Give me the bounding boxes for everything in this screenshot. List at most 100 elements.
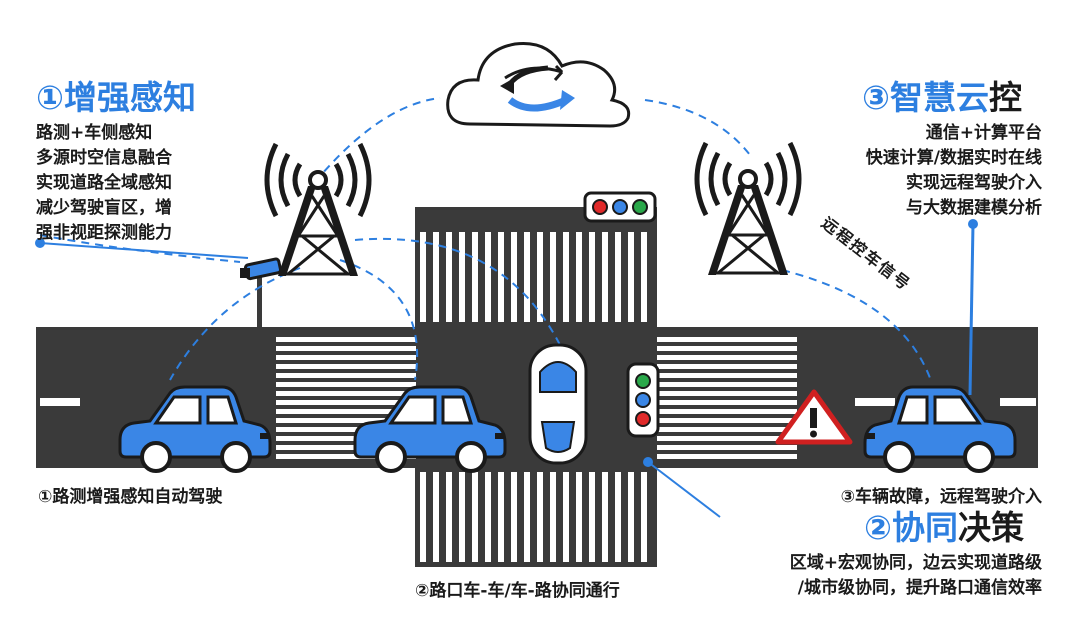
crosswalk-right [657, 337, 797, 459]
crosswalk-stripe [276, 427, 416, 432]
crosswalk-stripe [563, 472, 569, 562]
text-line: 实现道路全域感知 [36, 173, 172, 193]
enhanced-perception-lines: 路测+车侧感知 多源时空信息融合 实现道路全域感知 减少驾驶盲区，增 强非视距探… [36, 121, 172, 246]
smart-cloud-control-title: ③智慧云控 [862, 78, 1022, 118]
enhanced-perception-title: ①增强感知 [36, 78, 196, 118]
crosswalk-stripe [276, 409, 416, 414]
crosswalk-bottom [420, 472, 647, 562]
crosswalk-stripe [641, 232, 647, 322]
crosswalk-stripe [641, 472, 647, 562]
text-line: 通信+计算平台 [925, 123, 1042, 143]
crosswalk-stripe [550, 232, 556, 322]
connector-left [39, 242, 249, 259]
text-line: 实现远程驾驶介入 [906, 173, 1042, 193]
crosswalk-stripe [498, 232, 504, 322]
text-line: 区域+宏观协同，边云实现道路级 [789, 553, 1042, 573]
crosswalk-stripe [498, 472, 504, 562]
title-number: ③ [862, 78, 890, 117]
text-line: 快速计算/数据实时在线 [865, 148, 1042, 168]
connector-dot [35, 238, 45, 248]
crosswalk-stripe [576, 232, 582, 322]
crosswalk-top [420, 232, 647, 322]
crosswalk-stripe [657, 427, 797, 432]
cell-tower-right-icon [697, 143, 799, 275]
crosswalk-stripe [276, 373, 416, 378]
title-number: ① [36, 78, 64, 117]
crosswalk-stripe [276, 445, 416, 450]
crosswalk-stripe [472, 232, 478, 322]
crosswalk-stripe [657, 346, 797, 351]
crosswalk-stripe [511, 472, 517, 562]
signal-curve-right [781, 269, 931, 379]
crosswalk-stripe [537, 472, 543, 562]
text-line: 强非视距探测能力 [36, 223, 172, 243]
collaborative-decision-lines: 区域+宏观协同，边云实现道路级 /城市级协同，提升路口通信效率 [790, 551, 1042, 601]
text-line: 减少驾驶盲区，增 [36, 198, 172, 218]
text-line: /城市级协同，提升路口通信效率 [797, 578, 1042, 598]
crosswalk-stripe [628, 472, 634, 562]
cell-tower-left-icon [267, 144, 369, 276]
connector-center [647, 461, 721, 518]
crosswalk-stripe [459, 232, 465, 322]
crosswalk-left [276, 337, 416, 459]
crosswalk-stripe [576, 472, 582, 562]
title-tail: 控 [988, 78, 1022, 117]
crosswalk-stripe [276, 355, 416, 360]
lane-dash [1000, 398, 1036, 406]
crosswalk-stripe [511, 232, 517, 322]
crosswalk-stripe [276, 382, 416, 387]
crosswalk-stripe [615, 472, 621, 562]
crosswalk-stripe [628, 232, 634, 322]
text-line: 路测+车侧感知 [36, 123, 153, 143]
crosswalk-stripe [657, 400, 797, 405]
connector-dot [968, 219, 978, 229]
crosswalk-stripe [472, 472, 478, 562]
crosswalk-stripe [657, 418, 797, 423]
roadside-camera-icon [240, 257, 283, 328]
crosswalk-stripe [524, 232, 530, 322]
crosswalk-stripe [657, 454, 797, 459]
crosswalk-stripe [602, 232, 608, 322]
signal-curve-tower-left-car [169, 267, 301, 381]
crosswalk-stripe [276, 364, 416, 369]
crosswalk-stripe [657, 373, 797, 378]
signal-curve-cloud-left [314, 97, 441, 183]
crosswalk-stripe [657, 337, 797, 342]
crosswalk-stripe [276, 346, 416, 351]
crosswalk-stripe [276, 454, 416, 459]
crosswalk-stripe [276, 418, 416, 423]
connector-right [968, 223, 975, 396]
crosswalk-stripe [657, 364, 797, 369]
traffic-light-top-icon [583, 191, 657, 223]
crosswalk-stripe [485, 232, 491, 322]
lane-dash [40, 398, 80, 406]
crosswalk-stripe [589, 472, 595, 562]
crosswalk-stripe [459, 472, 465, 562]
crosswalk-stripe [433, 232, 439, 322]
traffic-light-center-icon [626, 362, 660, 438]
crosswalk-stripe [563, 232, 569, 322]
crosswalk-stripe [615, 232, 621, 322]
crosswalk-stripe [485, 472, 491, 562]
title-number: ② [864, 508, 892, 547]
signal-curve-tower-to-center [339, 259, 419, 381]
title-text: 协同 [891, 508, 958, 547]
crosswalk-stripe [589, 232, 595, 322]
crosswalk-stripe [537, 232, 543, 322]
crosswalk-stripe [446, 232, 452, 322]
cloud-icon [446, 41, 631, 128]
caption-left: ①路测增强感知自动驾驶 [38, 487, 223, 507]
crosswalk-stripe [550, 472, 556, 562]
title-text: 智慧云 [889, 78, 989, 117]
crosswalk-stripe [420, 232, 426, 322]
caption-center: ②路口车-车/车-路协同通行 [415, 581, 620, 601]
lane-dash [855, 398, 895, 406]
title-text: 增强感知 [63, 78, 196, 117]
title-tail: 决策 [957, 508, 1024, 547]
crosswalk-stripe [657, 445, 797, 450]
connector-dot [643, 457, 653, 467]
caption-right: ③车辆故障，远程驾驶介入 [840, 487, 1042, 507]
crosswalk-stripe [657, 391, 797, 396]
autonomous-car-topview-icon [528, 343, 588, 465]
